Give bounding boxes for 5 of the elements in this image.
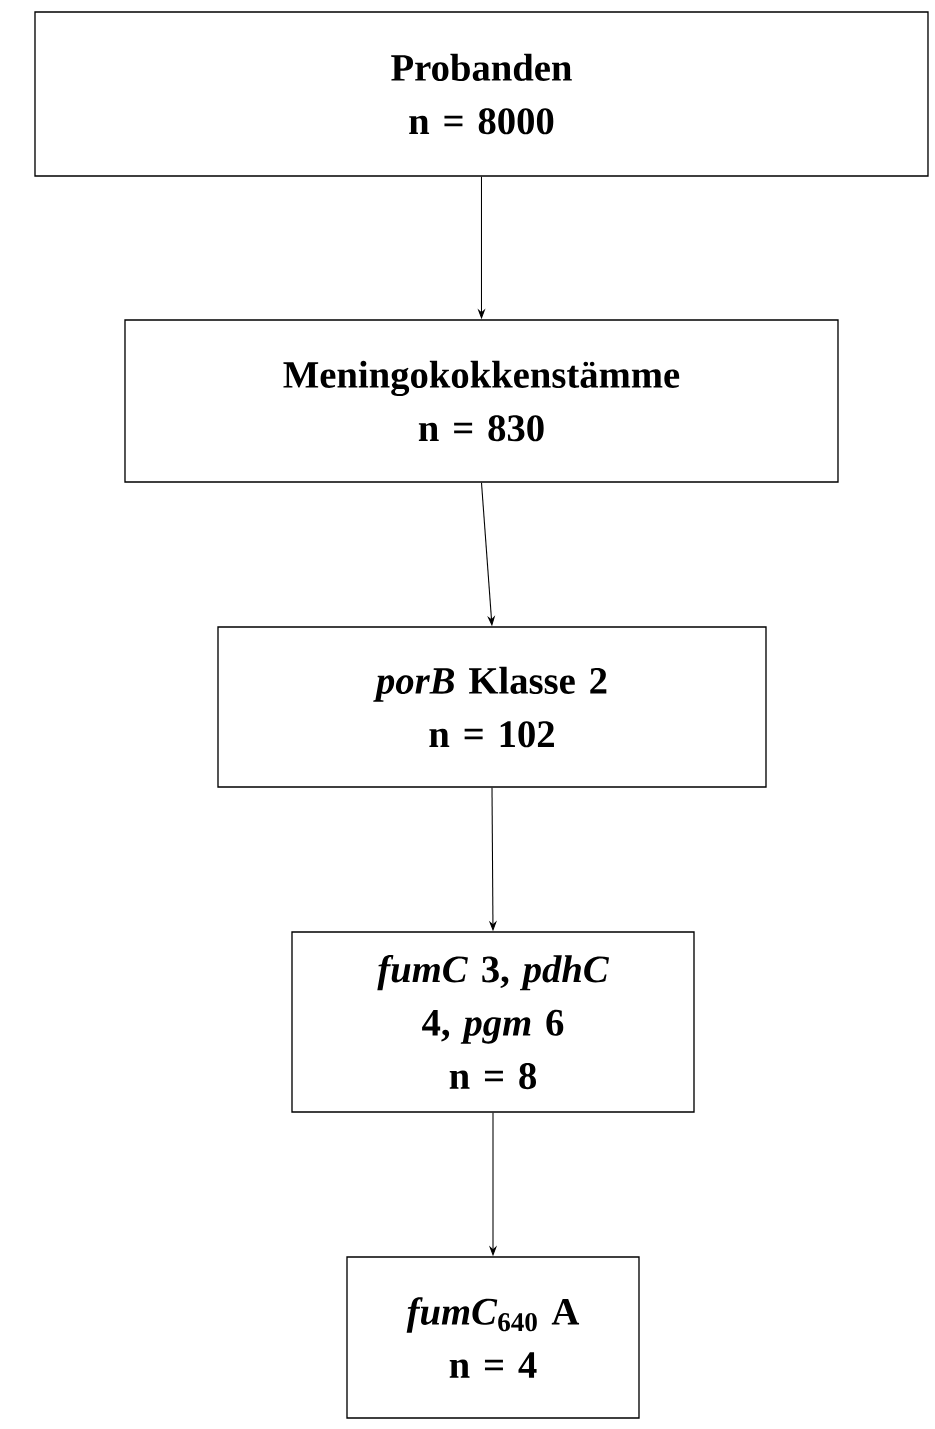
process-box: Meningokokkenstämme n = 830 [124, 319, 839, 483]
process-box: fumC 3, pdhC 4, pgm 6 n = 8 [291, 931, 695, 1113]
process-box: porB Klasse 2 n = 102 [217, 626, 767, 788]
process-box: Probanden n = 8000 [34, 11, 929, 177]
process-box: fumC$_{640}$ A n = 4 [346, 1256, 640, 1419]
